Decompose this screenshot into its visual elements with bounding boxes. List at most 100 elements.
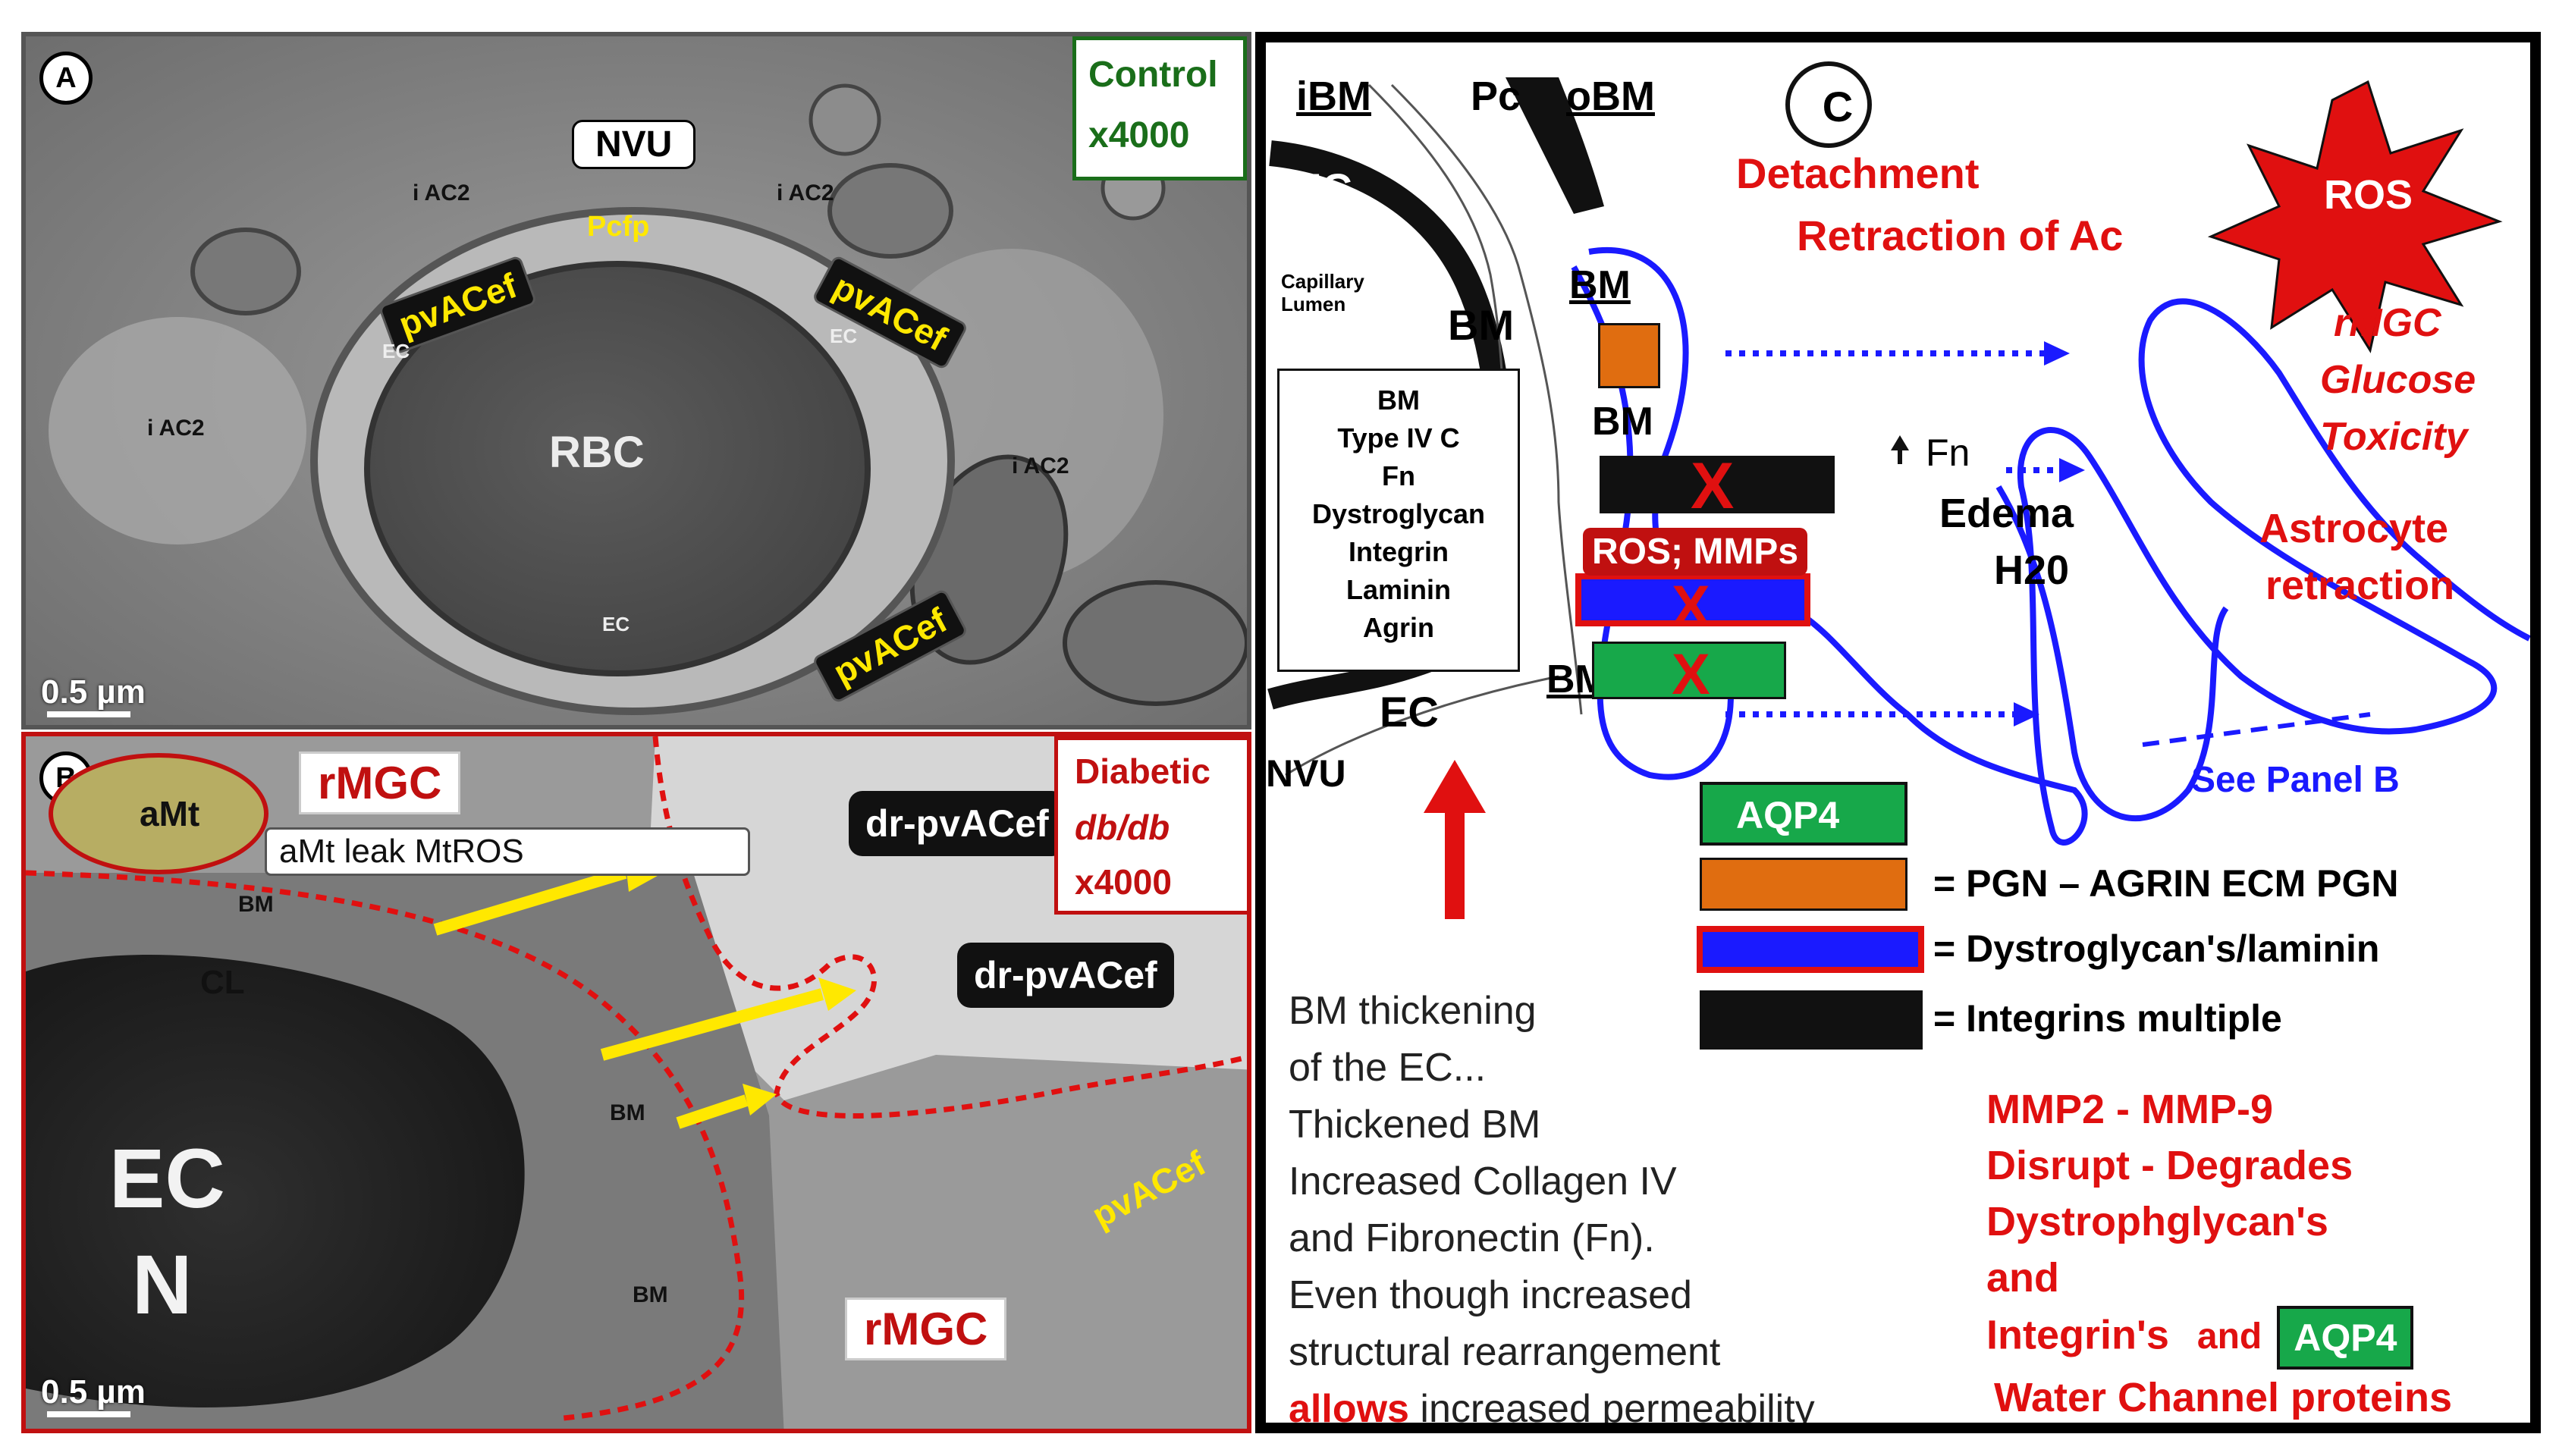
- legend-pgn-label: = PGN – AGRIN ECM PGN: [1933, 862, 2399, 905]
- ec-big-label: EC: [109, 1132, 225, 1225]
- bm-label: BM: [1592, 400, 1653, 444]
- thickening-line: of the EC...: [1289, 1046, 1487, 1090]
- organelle: [827, 163, 953, 259]
- dotted-arrowhead: [2044, 341, 2070, 366]
- legend-aqp4-swatch: [1700, 782, 1907, 846]
- edema-line2: H20: [1994, 548, 2070, 593]
- bm-box-line: BM: [1377, 384, 1420, 416]
- pgn-bar: [1598, 323, 1660, 388]
- ac2-region-left: [49, 317, 306, 544]
- ramgc-top: rMGC: [299, 752, 461, 814]
- bm-label: BM: [633, 1282, 668, 1307]
- allows-rest: increased permeability: [1408, 1387, 1815, 1431]
- pcfp-label: Pcfp: [587, 211, 650, 243]
- yellow-arrowhead: [743, 1084, 777, 1116]
- cl-label: CL: [200, 964, 245, 1001]
- bm-box-line: Integrin: [1349, 536, 1449, 567]
- nvu-label-c: NVU: [1266, 752, 1346, 795]
- ec-label-bottom: EC: [1380, 688, 1439, 736]
- rmgc-line2: Glucose: [2320, 358, 2476, 402]
- bm-label: BM: [1569, 263, 1631, 307]
- n-big-label: N: [132, 1238, 193, 1332]
- diabetic-model: db/db: [1075, 808, 1170, 847]
- dotted-arrowhead: [2059, 458, 2085, 482]
- x-mark: X: [1691, 450, 1735, 522]
- diabetic-magnification: x4000: [1075, 862, 1172, 902]
- rbc-label: RBC: [549, 428, 645, 477]
- obm-label: oBM: [1566, 74, 1655, 119]
- legend-integrin-swatch: [1700, 990, 1923, 1050]
- scale-label-a: 0.5 µm: [41, 673, 146, 711]
- vesicle: [809, 83, 881, 156]
- thickening-line: Thickened BM: [1289, 1103, 1541, 1147]
- bm-label: BM: [610, 1100, 645, 1125]
- iac2-label: i AC2: [413, 180, 470, 206]
- dr-pvacef-tag: dr-pvACef: [957, 943, 1174, 1008]
- scale-bar-a: [47, 711, 130, 717]
- mmp-aqp4-badge: AQP4: [2277, 1306, 2414, 1370]
- yellow-arrow: [600, 988, 824, 1061]
- mmp-and: and: [2196, 1316, 2262, 1357]
- see-panel-b-label: See Panel B: [2191, 760, 2400, 800]
- mitochondrion: [1063, 580, 1247, 706]
- dystroglycan-bar: [1575, 573, 1810, 626]
- ec-label: EC: [382, 340, 410, 362]
- capillary-lumen-label: Capillary Lumen: [1281, 270, 1364, 315]
- mmp-line: Water Channel proteins: [1994, 1375, 2453, 1420]
- thickening-line: Even though increased: [1289, 1273, 1692, 1317]
- ibm-label: iBM: [1296, 74, 1371, 119]
- red-arrow-shaft: [1445, 805, 1465, 919]
- bm-label: BM: [1448, 301, 1515, 349]
- panel-b: B aMt rMGC aMt leak MtROS dr-pvACef dr-p…: [21, 732, 1251, 1433]
- control-magnification: x4000: [1088, 115, 1190, 155]
- amt-mitochondrion: [49, 753, 268, 874]
- bm-label: BM: [238, 892, 274, 917]
- nvu-label: NVU: [572, 120, 696, 169]
- mmp-line: Dystrophglycan's: [1986, 1199, 2328, 1244]
- control-title: Control: [1088, 55, 1218, 95]
- fn-up-arrowhead: [1891, 435, 1909, 450]
- thickening-line: Increased Collagen IV: [1289, 1159, 1677, 1203]
- panel-c-letter-circle: [1785, 61, 1872, 148]
- thickening-line: and Fibronectin (Fn).: [1289, 1216, 1655, 1260]
- dotted-arrowhead: [2014, 702, 2039, 726]
- thickening-last-line: allows increased permeability: [1289, 1381, 1815, 1431]
- astrocyte-outline: [1995, 485, 2229, 822]
- ec-label: EC: [602, 613, 630, 635]
- iac2-label: i AC2: [147, 416, 205, 441]
- bm-box-line: Agrin: [1363, 612, 1434, 643]
- ros-starburst: [2207, 80, 2503, 353]
- x-mark: X: [1672, 642, 1710, 707]
- panel-c: C iBM Pc oBM EC Capillary Lumen BM BM BM…: [1255, 32, 2541, 1433]
- organelle: [190, 228, 301, 315]
- diabetic-title-box: Diabetic db/db x4000: [1054, 736, 1247, 915]
- nvu-line: [1285, 675, 1559, 777]
- yellow-arrow: [433, 867, 627, 936]
- iac2-label: i AC2: [1012, 453, 1069, 479]
- scale-label-b: 0.5 µm: [41, 1373, 146, 1410]
- rbc: [364, 261, 871, 676]
- panel-a: A NVU Control x4000 Pcfp pvACef pvACef p…: [21, 32, 1251, 730]
- thickening-line: BM thickening: [1289, 989, 1537, 1033]
- astrocyte-line1: Astrocyte: [2259, 506, 2449, 551]
- edema-line1: Edema: [1939, 491, 2074, 536]
- pc-label: Pc: [1471, 74, 1521, 119]
- bm-box-line: Fn: [1382, 460, 1415, 491]
- mmp-text: MMP2 - MMP-9 Disrupt - Degrades Dystroph…: [1986, 1081, 2453, 1423]
- x-mark: X: [1672, 574, 1710, 639]
- rmgc-line1: rMGC: [2334, 301, 2441, 345]
- thickening-line: structural rearrangement: [1289, 1330, 1721, 1374]
- iac2-label: i AC2: [777, 180, 834, 206]
- legend-integrins-label: = Integrins multiple: [1933, 997, 2282, 1040]
- pc-shape: [1506, 77, 1604, 214]
- ros-label: ROS: [2324, 172, 2413, 218]
- scale-bar-b: [47, 1411, 130, 1417]
- dashed-boundary: [26, 870, 744, 1422]
- panel-c-letter: C: [1822, 83, 1854, 130]
- allows-word: allows: [1289, 1387, 1409, 1431]
- integrin-bar: [1600, 456, 1835, 513]
- see-panel-b-line: [2142, 712, 2371, 747]
- yellow-arrowhead: [818, 977, 856, 1011]
- amt-leak-label: aMt leak MtROS: [265, 827, 750, 876]
